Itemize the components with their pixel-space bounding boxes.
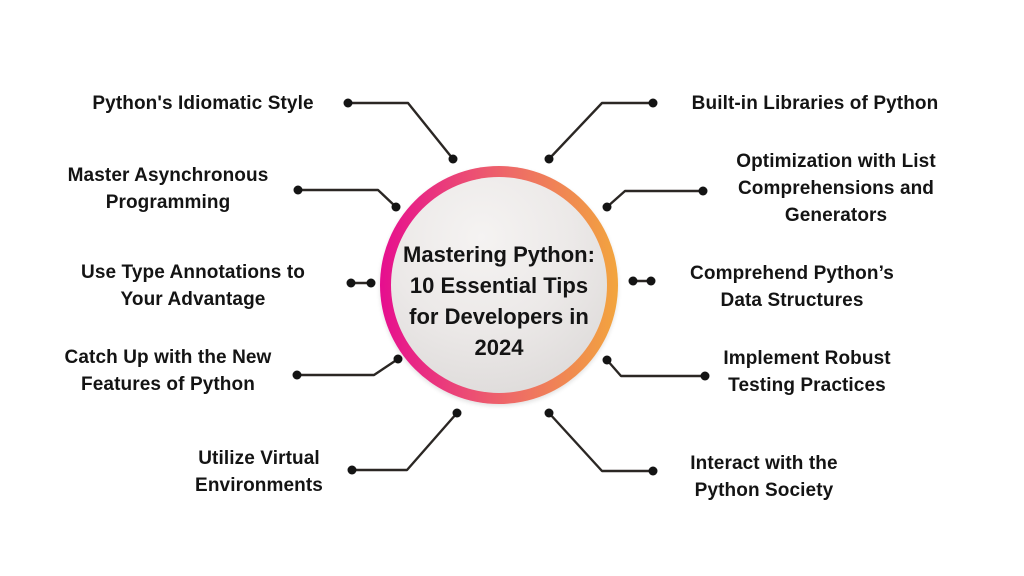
tip-line: Environments: [195, 475, 323, 496]
tip-line: Catch Up with the New: [64, 347, 272, 368]
connector-master-asynchronous: [293, 185, 401, 212]
tip-label-pythons-idiomatic-style: Python's Idiomatic Style: [43, 90, 363, 117]
tip-label-master-asynchronous: Master Asynchronous Programming: [38, 162, 298, 216]
tip-line: Use Type Annotations to: [81, 262, 305, 283]
connector-line: [348, 101, 454, 160]
connector-line: [606, 189, 703, 208]
connector-list-comprehensions: [602, 186, 708, 212]
connector-dot: [346, 278, 356, 288]
connector-dot: [648, 466, 658, 476]
center-title-line-1: Mastering Python:: [403, 242, 595, 267]
connector-dot: [700, 371, 710, 381]
connector-dot: [292, 370, 302, 380]
connector-data-structures: [628, 276, 656, 286]
connector-dot: [343, 98, 353, 108]
tip-label-testing-practices: Implement Robust Testing Practices: [687, 345, 927, 399]
connector-new-features: [292, 354, 403, 380]
connector-dot: [698, 186, 708, 196]
tip-line: Utilize Virtual: [198, 448, 320, 469]
connector-python-society: [544, 408, 658, 476]
tip-line: Python Society: [694, 480, 834, 501]
connector-dot: [648, 98, 658, 108]
center-circle-fill: Mastering Python: 10 Essential Tips for …: [391, 177, 607, 393]
connector-line: [548, 412, 653, 473]
center-title-line-4: 2024: [474, 335, 524, 360]
tip-line: Master Asynchronous: [67, 165, 269, 186]
connector-line: [352, 412, 458, 472]
connector-virtual-environments: [347, 408, 462, 475]
center-title-line-2: 10 Essential Tips: [409, 273, 589, 298]
tip-line: Comprehensions and: [737, 178, 935, 199]
connector-dot: [602, 355, 612, 365]
tip-label-new-features: Catch Up with the New Features of Python: [28, 344, 308, 398]
tip-line: Built-in Libraries of Python: [691, 93, 939, 114]
connector-line: [606, 359, 705, 378]
connector-dot: [293, 185, 303, 195]
connector-dot: [544, 408, 554, 418]
tip-line: Your Advantage: [120, 289, 266, 310]
connector-line: [548, 101, 653, 160]
connector-line: [298, 188, 397, 208]
connector-dot: [391, 202, 401, 212]
center-title: Mastering Python: 10 Essential Tips for …: [391, 239, 607, 363]
tip-line: Generators: [784, 205, 888, 226]
connector-type-annotations: [346, 278, 376, 288]
connector-dot: [393, 354, 403, 364]
connector-dot: [646, 276, 656, 286]
connector-built-in-libraries: [544, 98, 658, 164]
connector-dot: [448, 154, 458, 164]
tip-line: Comprehend Python’s: [690, 263, 894, 284]
center-circle: Mastering Python: 10 Essential Tips for …: [380, 166, 618, 404]
connector-dot: [602, 202, 612, 212]
tip-line: Data Structures: [720, 290, 864, 311]
connector-line: [297, 358, 399, 377]
connector-dot: [544, 154, 554, 164]
tip-label-list-comprehensions: Optimization with List Comprehensions an…: [696, 148, 976, 229]
tip-line: Interact with the: [690, 453, 838, 474]
connector-dot: [366, 278, 376, 288]
tip-label-python-society: Interact with the Python Society: [644, 450, 884, 504]
connector-dot: [628, 276, 638, 286]
tip-line: Testing Practices: [728, 375, 886, 396]
tip-label-built-in-libraries: Built-in Libraries of Python: [645, 90, 985, 117]
connector-dot: [347, 465, 357, 475]
tip-line: Programming: [105, 192, 231, 213]
tip-label-type-annotations: Use Type Annotations to Your Advantage: [53, 259, 333, 313]
tip-line: Optimization with List: [736, 151, 936, 172]
center-title-line-3: for Developers in: [409, 304, 589, 329]
tip-label-virtual-environments: Utilize Virtual Environments: [149, 445, 369, 499]
tip-label-data-structures: Comprehend Python’s Data Structures: [652, 260, 932, 314]
tip-line: Python's Idiomatic Style: [92, 93, 314, 114]
tip-line: Implement Robust: [723, 348, 891, 369]
connector-pythons-idiomatic-style: [343, 98, 458, 164]
connector-dot: [452, 408, 462, 418]
connector-testing-practices: [602, 355, 710, 381]
tip-line: Features of Python: [81, 374, 255, 395]
